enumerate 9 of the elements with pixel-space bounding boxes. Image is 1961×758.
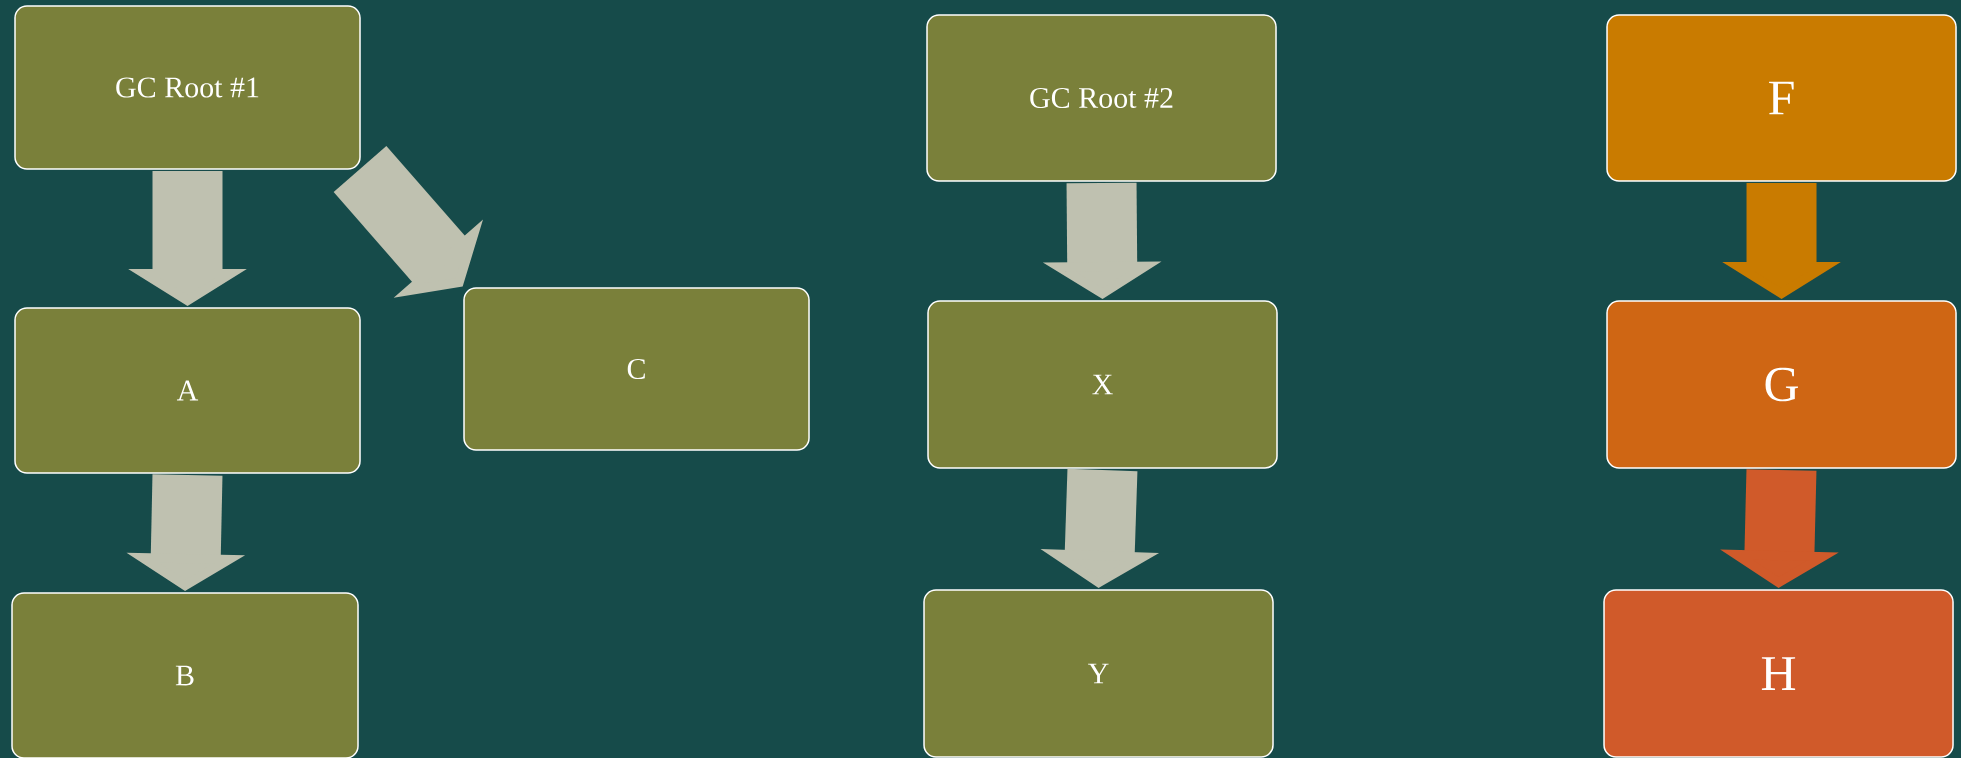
process-box: A xyxy=(14,307,361,474)
process-box: B xyxy=(11,592,359,758)
process-box: GC Root #2 xyxy=(926,14,1277,182)
process-box: X xyxy=(927,300,1278,469)
process-box: F xyxy=(1606,14,1957,182)
process-box: GC Root #1 xyxy=(14,5,361,170)
process-box: C xyxy=(463,287,810,451)
process-box: Y xyxy=(923,589,1274,758)
process-box: G xyxy=(1606,300,1957,469)
